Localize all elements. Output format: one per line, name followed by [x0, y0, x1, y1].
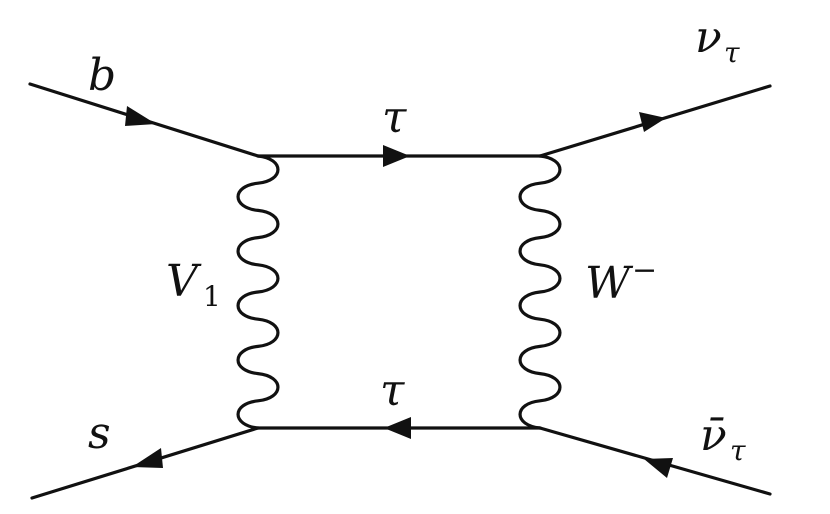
tau-top-label: τ	[382, 92, 407, 143]
nubar-tau-label: ν̄ τ	[700, 410, 746, 467]
nubar-subscript: τ	[730, 434, 746, 467]
nu-tau-label: ν τ	[695, 12, 740, 69]
b-line-arrow	[125, 106, 156, 126]
v-symbol: V	[166, 256, 202, 307]
b-quark-label: b	[88, 50, 116, 101]
tau-bottom-label: τ	[380, 365, 405, 416]
nu-symbol: ν	[695, 12, 722, 63]
s-quark-label: s	[88, 408, 111, 459]
w-superscript: −	[632, 253, 657, 288]
nubar-line-arrow	[644, 458, 673, 478]
nubar-symbol: ν̄	[700, 410, 727, 461]
v1-label: V 1	[166, 256, 221, 313]
nu-subscript: τ	[724, 36, 740, 69]
tau-bottom-arrow	[384, 417, 411, 439]
v1-boson-propagator	[236, 154, 280, 430]
w-boson-propagator	[518, 154, 562, 430]
tau-top-arrow	[383, 145, 410, 167]
w-minus-label: W −	[585, 253, 657, 309]
v-subscript: 1	[203, 280, 221, 313]
nu-line-arrow	[639, 112, 666, 132]
w-symbol: W	[585, 258, 634, 309]
s-line-arrow	[132, 448, 163, 468]
